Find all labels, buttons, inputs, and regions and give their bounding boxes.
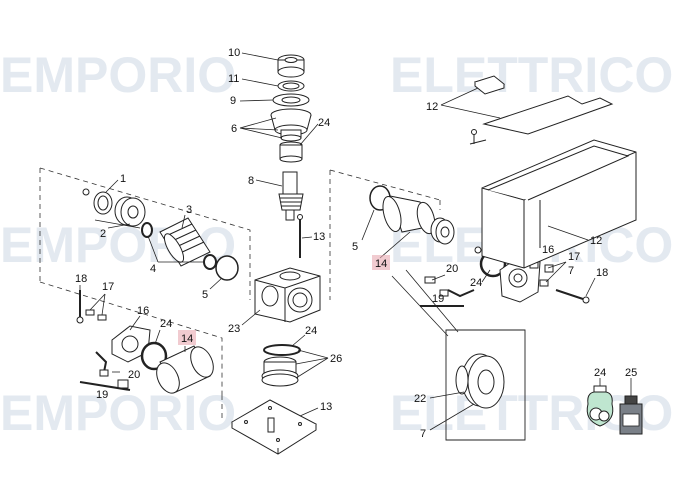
callout-10: 10 [228,47,240,59]
left-lower-parts [76,290,214,394]
callout-2: 2 [100,228,106,240]
callout-16-right: 16 [542,244,554,256]
callout-16-left: 16 [137,305,149,317]
callout-6: 6 [231,123,237,135]
callout-7-inset: 7 [420,428,426,440]
callout-20-left: 20 [128,369,140,381]
callout-18-left: 18 [75,273,87,285]
callout-26: 26 [330,353,342,365]
callout-5-right: 5 [352,241,358,253]
watermark-text-left: EMPORIO [0,47,236,103]
housing-box [481,139,637,269]
callout-18-right: 18 [596,267,608,279]
callout-24-seal: 24 [305,325,317,337]
leaders-inset [429,391,475,431]
gear-housing [254,267,321,323]
callout-3: 3 [186,204,192,216]
dashed-frames [39,167,441,420]
highlight-14-right [372,255,390,270]
callout-20-right: 20 [446,263,458,275]
oil-bottle-icon [619,395,643,435]
cover-top [469,75,614,145]
callout-9: 9 [230,95,236,107]
right-centre-parts [369,185,455,245]
callout-23: 23 [228,323,240,335]
callout-14-left: 14 [181,333,193,345]
callout-4: 4 [150,263,156,275]
callout-13-lower: 13 [320,401,332,413]
callout-24-left: 24 [160,318,172,330]
callout-5-left: 5 [202,289,208,301]
leaders-right-motor [420,254,596,307]
callout-22: 22 [414,393,426,405]
callout-19-left: 19 [96,389,108,401]
leaders-right-centre [361,209,459,337]
callout-24-top: 24 [318,117,330,129]
watermark-text-left-3: EMPORIO [0,385,236,441]
callout-24-icon: 24 [594,367,606,379]
leaders-cover-top [440,87,501,119]
leader-23 [241,309,261,326]
inset-box [445,329,526,441]
callout-11: 11 [228,73,239,85]
inset-parts [455,353,505,409]
highlight-14-left [178,330,196,345]
leaders-left-lower [79,285,186,391]
grease-pack-icon [586,385,614,427]
leader-12-housing [547,225,589,241]
callout-12-top: 12 [426,101,438,113]
callout-12-housing: 12 [590,235,602,247]
right-motor-parts [424,246,590,304]
callout-8: 8 [248,175,254,187]
callout-17-right: 17 [568,251,580,263]
callout-25-icon: 25 [625,367,637,379]
callout-19-right: 19 [432,293,444,305]
callout-7-right: 7 [568,265,574,277]
callout-13-top: 13 [313,231,325,243]
callout-14-right: 14 [375,258,387,270]
callout-1: 1 [120,173,126,185]
callout-17-left: 17 [102,281,114,293]
seal-group [261,344,301,387]
watermark-text-right: ELETTRICO [390,47,673,103]
leaders-left-upper [94,179,223,290]
bearing-stack [270,54,312,258]
base-plate [230,399,318,455]
callouts: 10 11 9 6 24 8 13 1 2 3 4 5 23 18 17 16 … [75,47,637,440]
leaders-seal [291,334,329,379]
callout-24-right: 24 [470,277,482,289]
leader-13-lower [299,407,319,417]
leaders-top [239,52,319,239]
